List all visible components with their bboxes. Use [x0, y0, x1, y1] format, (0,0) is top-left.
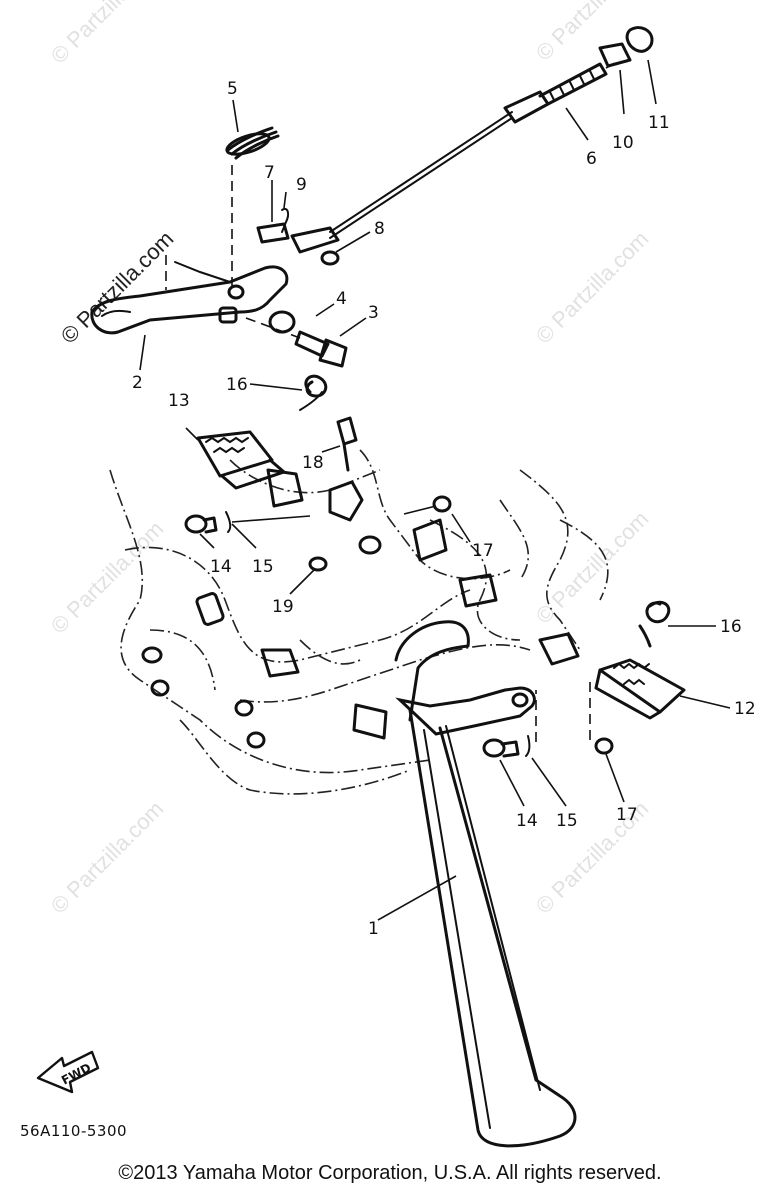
- fwd-arrow-icon: FWD: [36, 1050, 100, 1094]
- callouts: 1 2 3 4 5 6 7 8 9 10 11 12 13 14 14 15 1…: [132, 79, 756, 939]
- callout-7: 7: [264, 163, 275, 183]
- diagram-code: 56A110-5300: [20, 1122, 128, 1140]
- callout-4: 4: [336, 289, 347, 309]
- callout-15a: 15: [252, 557, 274, 577]
- return-spring: [225, 126, 280, 290]
- callout-14a: 14: [210, 557, 232, 577]
- pivot-bolt-and-washer: [245, 310, 348, 368]
- sidestand: [394, 620, 577, 1148]
- watermark: © Partzilla.com: [531, 226, 654, 349]
- callout-16a: 16: [226, 375, 248, 395]
- brake-pedal: [90, 255, 289, 335]
- copyright-notice: ©2013 Yamaha Motor Corporation, U.S.A. A…: [118, 1162, 662, 1184]
- callout-12: 12: [734, 699, 756, 719]
- footrest-spring-right: [638, 600, 671, 648]
- watermark-layer: © Partzilla.com © Partzilla.com © Partzi…: [46, 0, 654, 919]
- footrest-collar-left: [403, 495, 452, 515]
- callout-2: 2: [132, 373, 143, 393]
- parts-diagram: © Partzilla.com © Partzilla.com © Partzi…: [36, 0, 756, 1148]
- watermark: © Partzilla.com: [46, 0, 169, 69]
- clevis-hardware: [256, 208, 340, 266]
- footrest-right: [538, 632, 686, 720]
- brake-rod: [329, 59, 621, 239]
- callout-5: 5: [227, 79, 238, 99]
- footrest-bolt: [328, 416, 364, 522]
- callout-1: 1: [368, 919, 379, 939]
- callout-14b: 14: [516, 811, 538, 831]
- rod-nut-and-joint: [598, 26, 654, 68]
- footrest-nut: [308, 556, 328, 572]
- callout-17a: 17: [472, 541, 494, 561]
- leader-lines: [139, 59, 731, 921]
- callout-10: 10: [612, 133, 634, 153]
- footrest-spring-left: [299, 374, 328, 411]
- callout-18: 18: [302, 453, 324, 473]
- callout-15b: 15: [556, 811, 578, 831]
- watermark: © Partzilla.com: [56, 226, 179, 349]
- callout-6: 6: [586, 149, 597, 169]
- pin-and-clip-left: [184, 511, 311, 534]
- callout-11: 11: [648, 113, 670, 133]
- callout-8: 8: [374, 219, 385, 239]
- callout-17b: 17: [616, 805, 638, 825]
- callout-19: 19: [272, 597, 294, 617]
- watermark: © Partzilla.com: [531, 0, 654, 66]
- callout-9: 9: [296, 175, 307, 195]
- watermark: © Partzilla.com: [531, 506, 654, 629]
- frame-hardware: [141, 518, 498, 749]
- footrest-left: [196, 430, 304, 508]
- callout-3: 3: [368, 303, 379, 323]
- frame-outline: [109, 449, 609, 795]
- watermark: © Partzilla.com: [46, 796, 169, 919]
- watermark: © Partzilla.com: [46, 516, 169, 639]
- pin-clip-collar-right: [482, 680, 614, 758]
- callout-16b: 16: [720, 617, 742, 637]
- callout-13: 13: [168, 391, 190, 411]
